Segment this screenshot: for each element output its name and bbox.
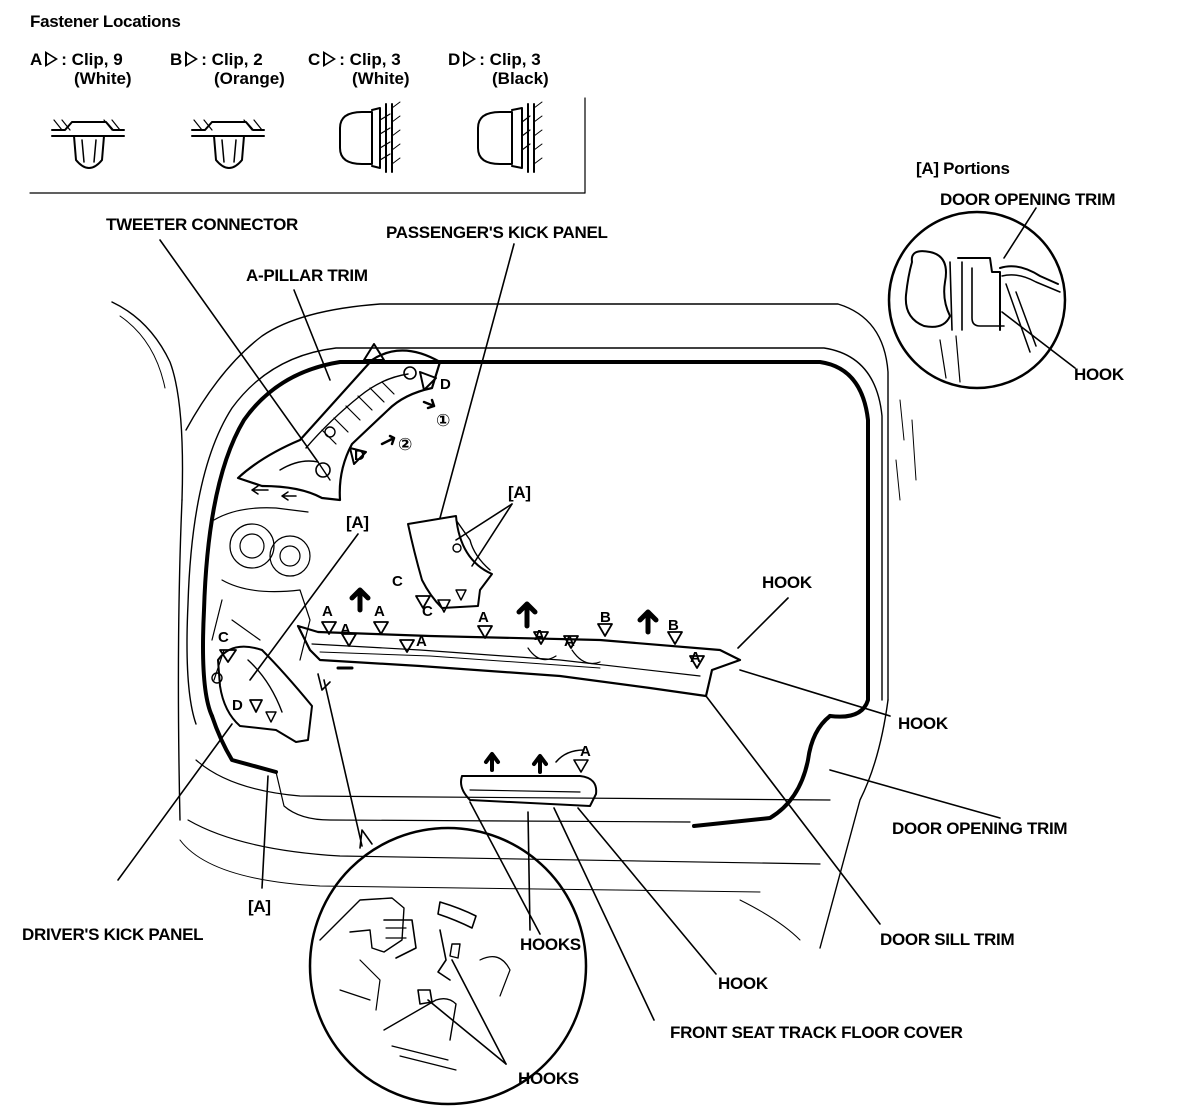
- front-seat-track-floor-cover-drawing: [460, 749, 598, 807]
- callout-a-6: A: [534, 627, 545, 644]
- portion-a-label-3: [A]: [248, 897, 271, 916]
- clip-c-color: (White): [352, 69, 410, 88]
- drivers-kick-panel-drawing: [211, 645, 313, 743]
- clip-d-color: (Black): [492, 69, 549, 88]
- clip-a-key: A : Clip, 9 (White): [30, 50, 132, 88]
- clip-a-drawing: [51, 119, 125, 169]
- fastener-box: [29, 97, 586, 194]
- leader-lines: [117, 239, 1001, 1021]
- clip-c-desc: : Clip, 3: [339, 50, 401, 69]
- callout-a-8: A: [690, 649, 701, 666]
- clip-b-letter: B: [170, 50, 183, 69]
- clip-d-key: D : Clip, 3 (Black): [448, 50, 549, 88]
- portion-a-label-2: [A]: [508, 483, 531, 502]
- clip-c-key: C : Clip, 3 (White): [308, 50, 410, 88]
- callout-d-left: D: [232, 697, 243, 714]
- clip-b-color: (Orange): [214, 69, 285, 88]
- clip-c-drawing: [339, 101, 401, 173]
- callout-a-7: A: [564, 633, 575, 650]
- inset-door-opening-trim-label: DOOR OPENING TRIM: [940, 190, 1116, 209]
- hook-right-label: HOOK: [898, 714, 948, 733]
- portion-a-label-1: [A]: [346, 513, 369, 532]
- callout-c-pass-1: C: [392, 573, 403, 590]
- clip-a-desc: : Clip, 9: [61, 50, 123, 69]
- clip-d-triangle-icon: [463, 51, 477, 67]
- callout-a-5: A: [478, 609, 489, 626]
- callout-a-9: A: [580, 743, 591, 760]
- callout-d-1: D: [440, 376, 451, 393]
- door-sill-trim-label: DOOR SILL TRIM: [880, 930, 1015, 949]
- tweeter-connector-label: TWEETER CONNECTOR: [106, 215, 298, 234]
- hook-lower-label: HOOK: [718, 974, 768, 993]
- clip-b-desc: : Clip, 2: [201, 50, 263, 69]
- clip-c-letter: C: [308, 50, 321, 69]
- callout-c-left: C: [218, 629, 229, 646]
- clip-d-letter: D: [448, 50, 461, 69]
- clip-a-color: (White): [74, 69, 132, 88]
- front-seat-track-floor-cover-label: FRONT SEAT TRACK FLOOR COVER: [670, 1023, 963, 1042]
- passengers-kick-panel-label: PASSENGER'S KICK PANEL: [386, 223, 608, 242]
- callout-b-1: B: [600, 609, 611, 626]
- clip-a-triangle-icon: [45, 51, 59, 67]
- hooks-bottom-label: HOOKS: [518, 1069, 579, 1088]
- clip-b-drawing: [191, 119, 265, 169]
- hook-upper-label: HOOK: [762, 573, 812, 592]
- inset-hook-label: HOOK: [1074, 365, 1124, 384]
- door-sill-trim-drawing: [296, 587, 891, 925]
- callout-step-2: ②: [398, 435, 413, 454]
- passengers-kick-panel-drawing: [407, 515, 493, 613]
- hooks-detail-circle: [308, 826, 588, 1106]
- fastener-locations-title: Fastener Locations: [30, 12, 181, 31]
- callout-a-3: A: [374, 603, 385, 620]
- door-opening-trim-label: DOOR OPENING TRIM: [892, 819, 1068, 838]
- a-pillar-trim-label: A-PILLAR TRIM: [246, 266, 368, 285]
- clip-b-triangle-icon: [185, 51, 199, 67]
- clip-b-key: B : Clip, 2 (Orange): [170, 50, 285, 88]
- callout-a-2: A: [340, 621, 351, 638]
- portions-title: [A] Portions: [916, 159, 1010, 178]
- callout-a-4: A: [416, 633, 427, 650]
- callout-c-pass-2: C: [422, 603, 433, 620]
- clip-a-letter: A: [30, 50, 43, 69]
- drivers-kick-panel-label: DRIVER'S KICK PANEL: [22, 925, 204, 944]
- callout-step-1: ①: [436, 411, 451, 430]
- a-pillar-trim-drawing: [236, 343, 442, 502]
- portion-detail-circle: [887, 207, 1076, 390]
- hooks-mid-label: HOOKS: [520, 935, 581, 954]
- clip-d-drawing: [477, 101, 543, 173]
- callout-b-2: B: [668, 617, 679, 634]
- dashboard-detail: [211, 507, 311, 681]
- vehicle-body-outline: [111, 301, 917, 949]
- callout-a-1: A: [322, 603, 333, 620]
- callout-d-2: D: [354, 447, 365, 464]
- clip-c-triangle-icon: [323, 51, 337, 67]
- clip-d-desc: : Clip, 3: [479, 50, 541, 69]
